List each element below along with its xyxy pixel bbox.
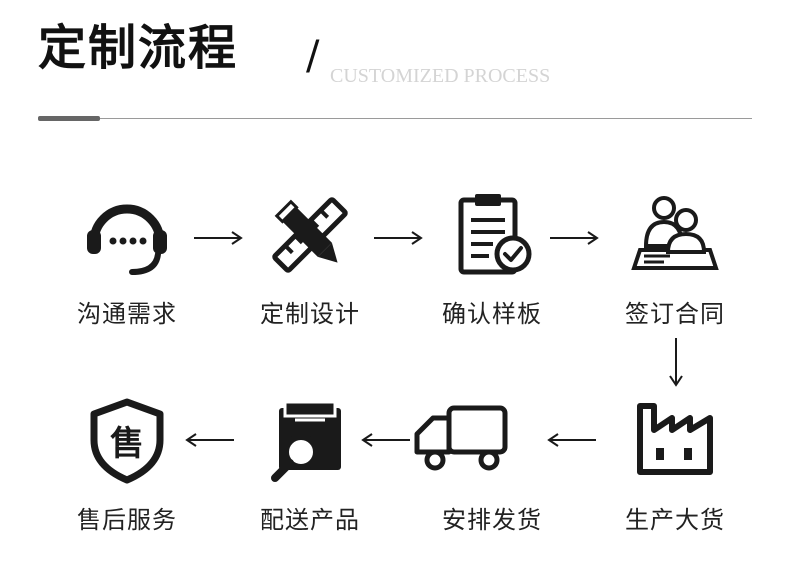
step-label: 签订合同 [625, 300, 725, 328]
pencil-ruler-icon [272, 197, 348, 273]
arrow-down-icon [669, 338, 683, 387]
clipboard-check-icon [458, 194, 532, 275]
factory-icon [637, 403, 713, 475]
step-after-sales: 售 售后服务 [52, 396, 202, 535]
arrow-right-icon [194, 231, 243, 245]
arrow-left-icon [361, 433, 410, 447]
truck-icon [414, 405, 508, 471]
step-deliver-products: 配送产品 [235, 396, 385, 535]
step-confirm-sample: 确认样板 [417, 190, 567, 329]
arrow-right-icon [374, 231, 423, 245]
header-divider-accent [38, 116, 100, 121]
step-label: 定制设计 [260, 300, 360, 328]
page-title: 定制流程 [38, 20, 239, 76]
sales-glyph: 售 [110, 424, 144, 464]
page-subtitle: CUSTOMIZED PROCESS [330, 65, 551, 87]
step-label: 沟通需求 [77, 300, 177, 328]
step-label: 确认样板 [442, 300, 542, 328]
step-label: 配送产品 [260, 506, 360, 534]
package-search-icon [271, 400, 341, 482]
step-label: 安排发货 [442, 506, 542, 534]
step-communicate-needs: 沟通需求 [52, 190, 202, 329]
arrow-left-icon [547, 433, 596, 447]
step-arrange-shipping: 安排发货 [414, 396, 567, 535]
step-mass-production: 生产大货 [600, 396, 750, 535]
step-label: 生产大货 [625, 506, 725, 534]
step-custom-design: 定制设计 [235, 190, 385, 329]
title-slash: / [306, 33, 320, 79]
headset-icon [87, 204, 167, 275]
arrow-left-icon [185, 433, 234, 447]
step-label: 售后服务 [77, 506, 177, 534]
contract-people-icon [631, 196, 719, 270]
after-sales-shield-icon: 售 [90, 398, 164, 484]
arrow-right-icon [550, 231, 599, 245]
header-divider [38, 118, 752, 119]
step-sign-contract: 签订合同 [600, 190, 750, 329]
